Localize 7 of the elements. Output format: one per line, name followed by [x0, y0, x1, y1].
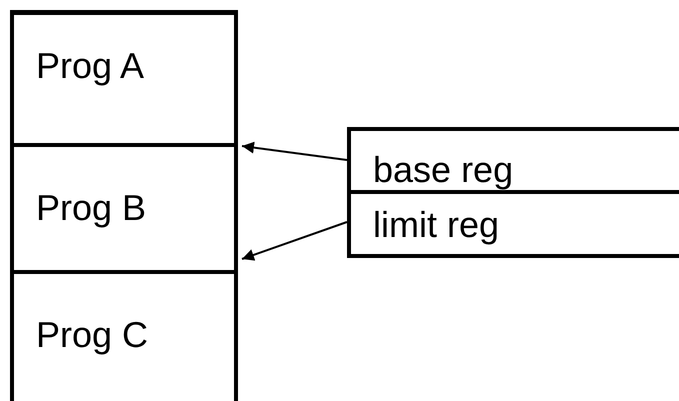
block-label: Prog C [36, 314, 148, 356]
block-label: Prog B [36, 187, 146, 229]
arrow [242, 221, 348, 261]
arrow [242, 142, 348, 161]
block-label: limit reg [373, 204, 500, 246]
block-label: base reg [373, 149, 514, 191]
block-label: Prog A [36, 45, 144, 87]
